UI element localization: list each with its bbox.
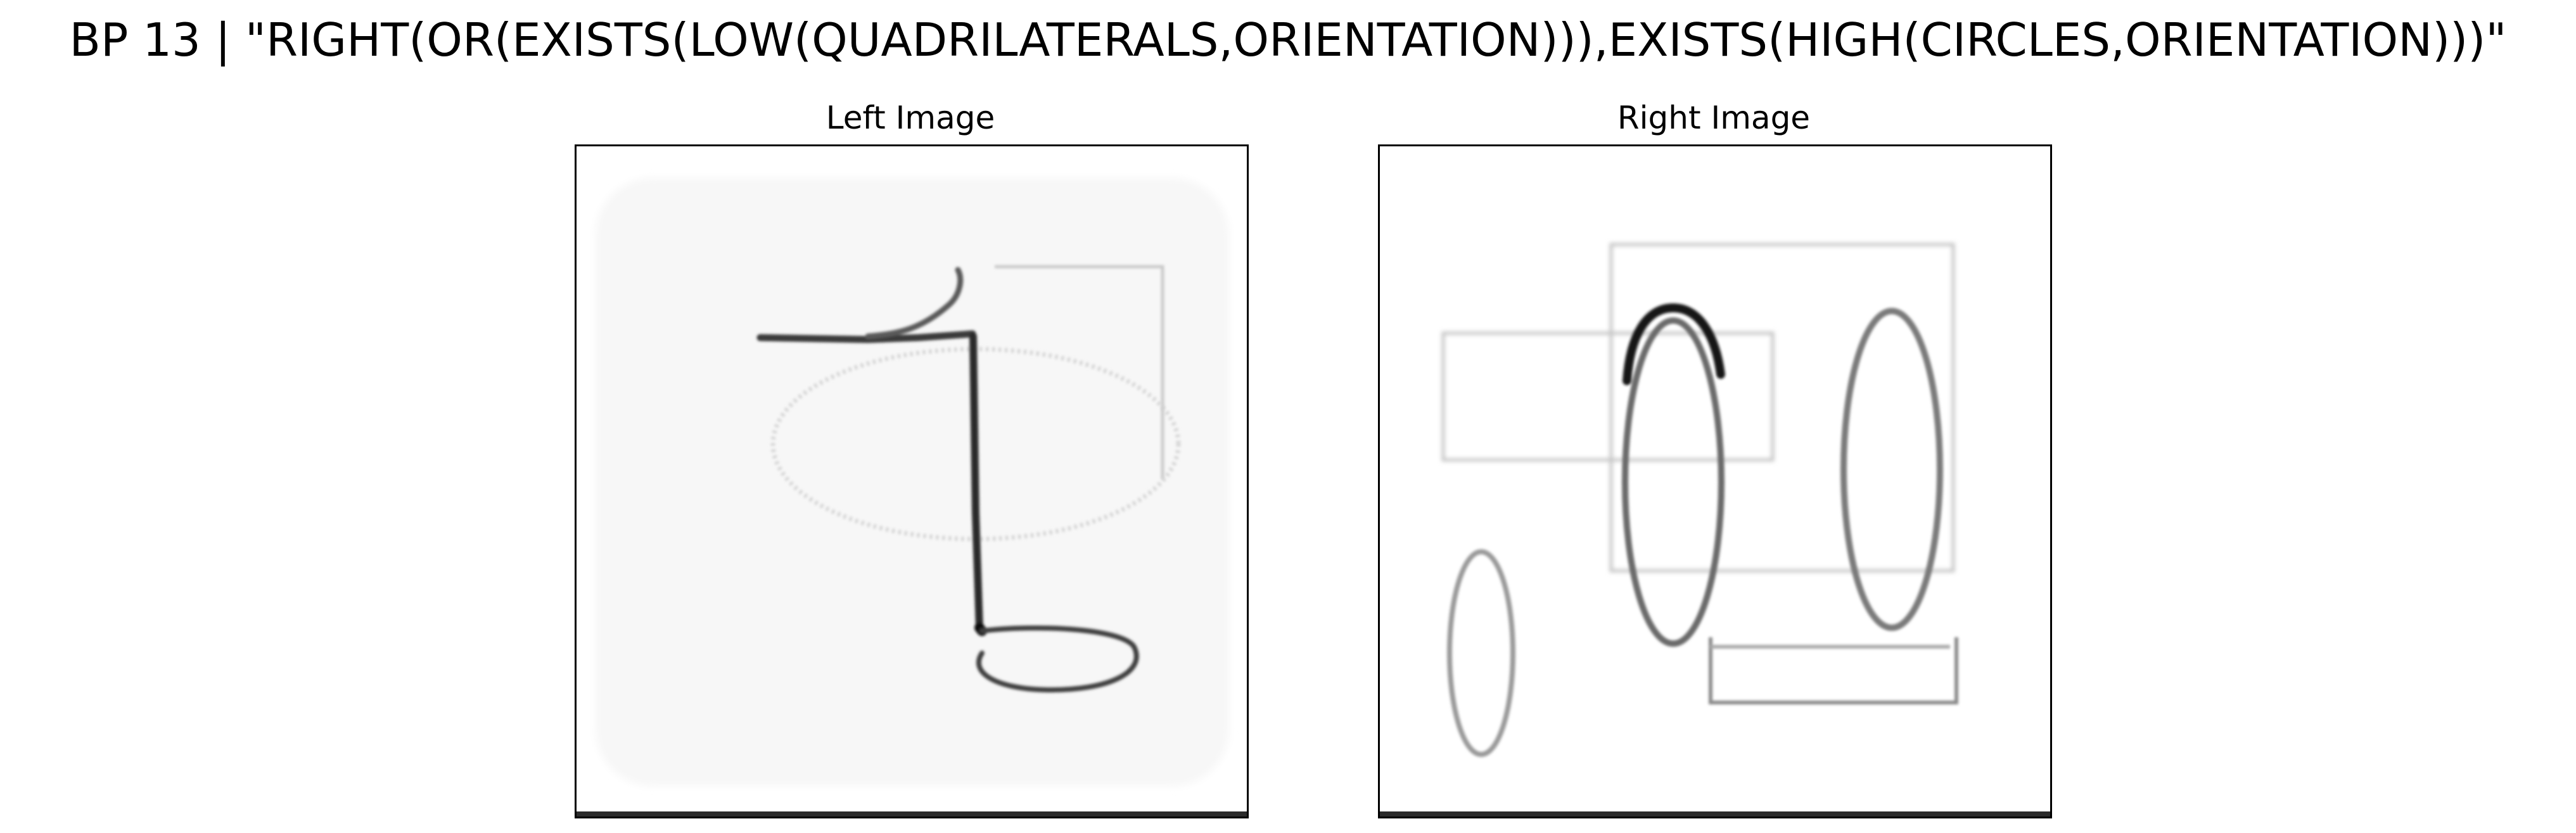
bottom-quadrilateral [1709,637,1958,704]
small-ellipse [1447,549,1515,757]
dark-ellipse-top [1623,303,1725,385]
main-sketch-strokes [756,267,1139,693]
ellipse-group [1447,303,1943,757]
right-image-title: Right Image [1617,99,1811,136]
right-image-bottom-edge [1380,811,2050,817]
figure-title: BP 13 | "RIGHT(OR(EXISTS(LOW(QUADRILATER… [69,13,2507,67]
left-image-bottom-edge [577,811,1247,817]
left-image-title: Left Image [826,99,995,136]
right-ellipse [1840,308,1943,631]
background-haze [596,178,1229,786]
middle-ellipse [1622,317,1725,647]
right-image-sketch [1441,243,1958,757]
right-image-panel [1378,144,2052,818]
left-image-panel [575,144,1249,818]
faint-quadrilaterals [1441,243,1955,573]
left-image-sketch [596,178,1229,786]
